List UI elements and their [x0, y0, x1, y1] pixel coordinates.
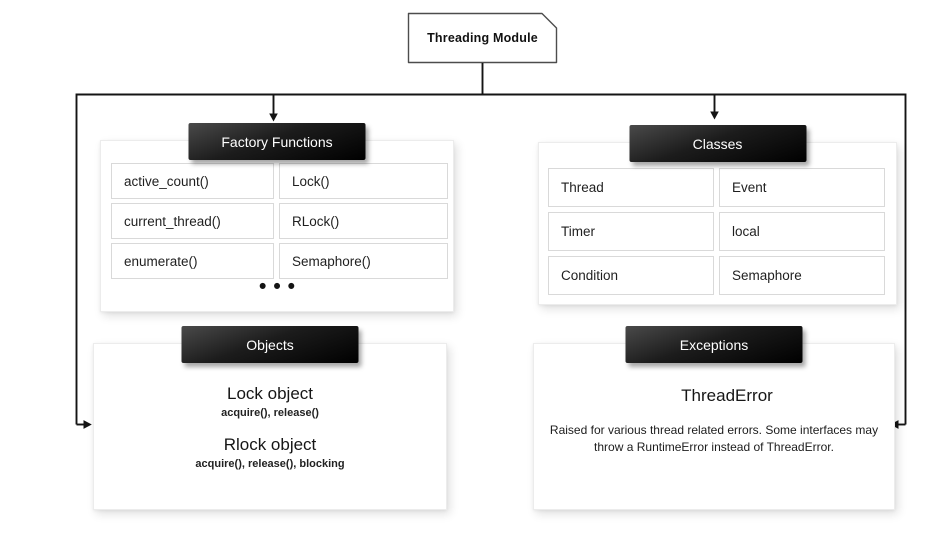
ellipsis-dots: •••: [258, 275, 303, 298]
exception-description: Raised for various thread related errors…: [549, 423, 879, 454]
classes-header: Classes: [629, 125, 806, 162]
factory-functions-title: Factory Functions: [221, 133, 333, 150]
table-cell: Semaphore: [719, 256, 885, 295]
classes-panel: Classes Thread Event Timer local Conditi…: [538, 125, 897, 305]
factory-functions-table: active_count() Lock() current_thread() R…: [111, 163, 448, 279]
table-cell: Event: [719, 168, 885, 207]
object-entry-name: Rlock object: [223, 435, 317, 454]
object-entry-name: Lock object: [227, 384, 313, 403]
factory-functions-panel: Factory Functions active_count() Lock() …: [100, 123, 454, 312]
objects-arrowhead-icon: [83, 420, 92, 429]
root-node-threading-module: Threading Module: [408, 13, 557, 63]
table-cell: enumerate(): [111, 243, 274, 279]
table-cell: Thread: [548, 168, 714, 207]
table-cell: current_thread(): [111, 203, 274, 239]
classes-arrowhead-icon: [710, 111, 719, 120]
object-entry-methods: acquire(), release(): [221, 407, 319, 419]
exceptions-panel: Exceptions ThreadError Raised for variou…: [533, 326, 895, 510]
objects-content: Lock object acquire(), release() Rlock o…: [94, 344, 446, 484]
table-cell: active_count(): [111, 163, 274, 199]
factory-functions-header: Factory Functions: [188, 123, 366, 160]
exception-name: ThreadError: [681, 386, 773, 405]
objects-header: Objects: [181, 326, 359, 363]
table-cell: local: [719, 212, 885, 251]
exceptions-title: Exceptions: [679, 336, 749, 353]
table-cell: Condition: [548, 256, 714, 295]
classes-table: Thread Event Timer local Condition Semap…: [548, 168, 885, 295]
objects-panel: Objects Lock object acquire(), release()…: [93, 326, 447, 510]
objects-title: Objects: [246, 336, 294, 353]
table-cell: Timer: [548, 212, 714, 251]
exceptions-header: Exceptions: [625, 326, 803, 363]
factory-arrowhead-icon: [269, 113, 278, 122]
root-node-title: Threading Module: [427, 31, 538, 45]
object-entry-methods: acquire(), release(), blocking: [195, 458, 345, 470]
table-cell: Lock(): [279, 163, 448, 199]
table-cell: Semaphore(): [279, 243, 448, 279]
table-cell: RLock(): [279, 203, 448, 239]
exceptions-content: ThreadError Raised for various thread re…: [534, 344, 894, 456]
classes-title: Classes: [692, 135, 743, 152]
